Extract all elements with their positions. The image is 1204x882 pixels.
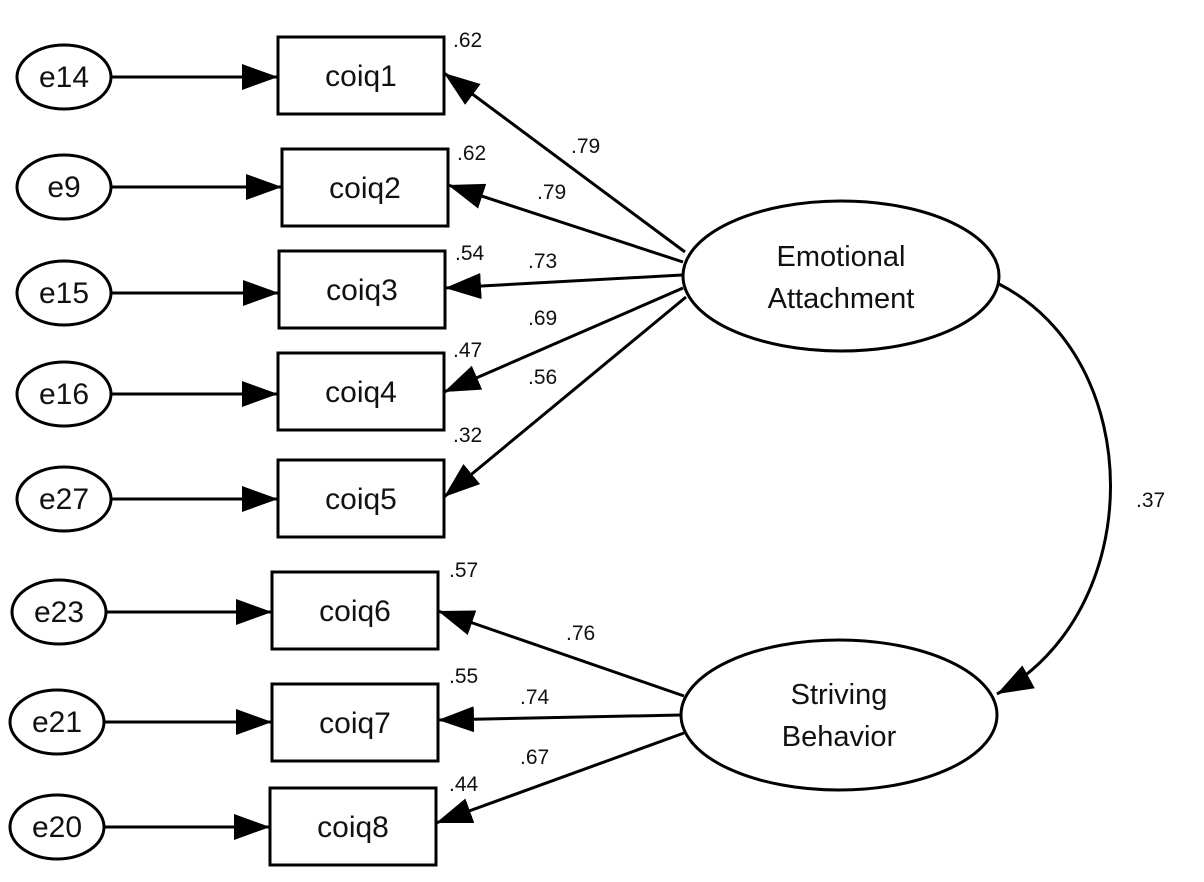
latent-label-line2: Behavior	[782, 721, 897, 753]
loading-arrow-coiq8	[435, 731, 685, 825]
error-label: e21	[32, 706, 82, 739]
loading-arrow-coiq7	[437, 706, 682, 733]
indicator-coiq4: coiq4	[276, 351, 446, 432]
loading-arrow-coiq1	[443, 71, 686, 254]
loading-coiq5: .56	[528, 366, 557, 389]
error-term-e27: e27	[15, 465, 113, 533]
indicator-label: coiq3	[326, 274, 398, 307]
indicator-box	[276, 35, 446, 116]
loading-arrow-coiq6	[437, 609, 685, 698]
indicator-box	[277, 249, 447, 330]
factor-correlation-arrow	[961, 256, 1112, 696]
indicator-label: coiq4	[325, 376, 397, 409]
indicator-box	[276, 458, 446, 539]
factor-correlation-value: .37	[1136, 489, 1165, 512]
error-label: e20	[32, 811, 82, 844]
loading-coiq3: .73	[528, 250, 557, 273]
error-term-e16: e16	[15, 360, 113, 428]
indicator-box	[268, 786, 438, 867]
latent-label-line1: Emotional	[777, 241, 906, 273]
indicator-coiq2: coiq2	[280, 147, 450, 228]
latent-ellipse	[681, 199, 1001, 353]
error-label: e9	[47, 171, 80, 204]
r2-coiq8: .44	[449, 773, 479, 796]
error-term-e21: e21	[8, 688, 106, 756]
error-label: e16	[39, 378, 89, 411]
indicator-label: coiq2	[329, 172, 401, 205]
latent-label-line2: Attachment	[768, 283, 915, 315]
indicator-label: coiq8	[317, 811, 389, 844]
error-term-e15: e15	[15, 259, 113, 327]
indicator-coiq7: coiq7	[270, 682, 440, 763]
r2-coiq3: .54	[455, 242, 485, 265]
error-label: e27	[39, 483, 89, 516]
error-term-e14: e14	[15, 43, 113, 111]
loading-arrow-coiq2	[447, 183, 684, 264]
error-term-e23: e23	[10, 578, 108, 646]
loading-coiq2: .79	[537, 181, 566, 204]
loading-coiq6: .76	[566, 622, 595, 645]
error-label: e23	[34, 596, 84, 629]
indicator-label: coiq7	[319, 707, 391, 740]
r2-coiq7: .55	[449, 665, 478, 688]
latent-label-line1: Striving	[791, 679, 888, 711]
latent-emotional-attachment: Emotional Attachment	[681, 199, 1001, 353]
r2-coiq1: .62	[453, 29, 482, 52]
r2-coiq5: .32	[453, 424, 482, 447]
indicator-box	[270, 570, 440, 651]
latent-ellipse	[679, 638, 999, 792]
loading-arrow-coiq5	[443, 295, 687, 499]
indicator-label: coiq6	[319, 595, 391, 628]
indicator-coiq3: coiq3	[277, 249, 447, 330]
indicator-box	[280, 147, 450, 228]
indicator-coiq5: coiq5	[276, 458, 446, 539]
r2-coiq4: .47	[453, 339, 482, 362]
indicator-coiq8: coiq8	[268, 786, 438, 867]
error-label: e14	[39, 61, 89, 94]
error-label: e15	[39, 277, 89, 310]
error-term-e9: e9	[15, 153, 113, 221]
indicator-coiq6: coiq6	[270, 570, 440, 651]
indicator-label: coiq5	[325, 483, 397, 516]
loading-coiq8: .67	[520, 746, 549, 769]
r2-coiq6: .57	[449, 559, 478, 582]
indicator-coiq1: coiq1	[276, 35, 446, 116]
latent-striving-behavior: Striving Behavior	[679, 638, 999, 792]
indicator-label: coiq1	[325, 60, 397, 93]
loading-coiq4: .69	[528, 307, 557, 330]
error-term-e20: e20	[8, 793, 106, 861]
loading-arrow-coiq4	[443, 286, 684, 394]
indicator-box	[276, 351, 446, 432]
loading-coiq1: .79	[571, 135, 600, 158]
loading-arrow-coiq3	[444, 273, 683, 300]
r2-coiq2: .62	[457, 142, 486, 165]
loading-coiq7: .74	[520, 686, 550, 709]
indicator-box	[270, 682, 440, 763]
